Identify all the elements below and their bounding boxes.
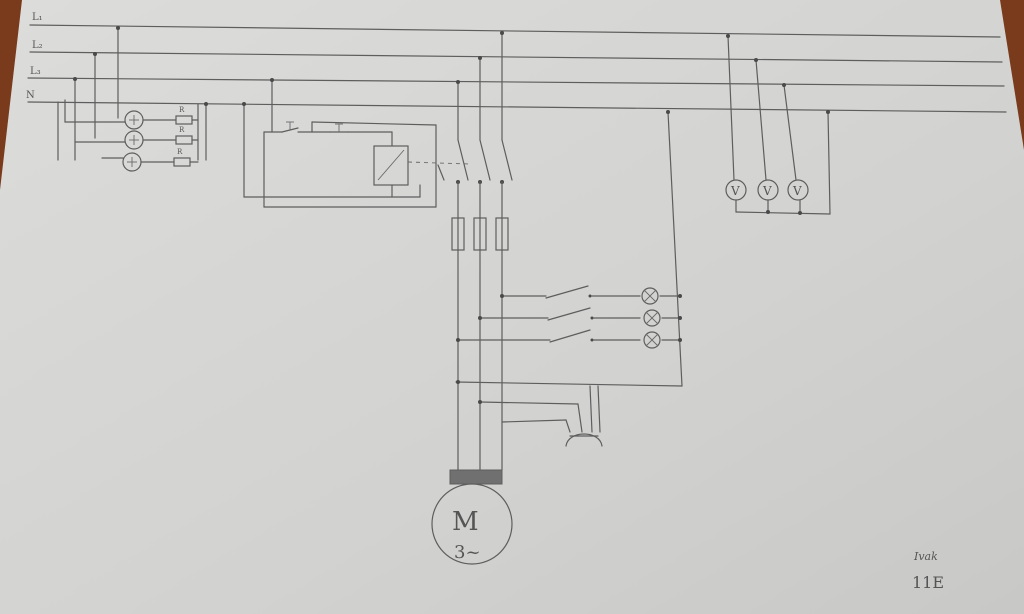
contactor-coil: [373, 145, 471, 186]
voltmeter-3-symbol: V: [792, 184, 802, 198]
resistor-label-3: R: [177, 148, 183, 156]
motor-symbol: M: [452, 507, 479, 537]
wattmeter-3: R: [122, 148, 199, 172]
voltmeter-2-symbol: V: [762, 184, 772, 198]
motor-feeders: [457, 249, 503, 471]
voltmeter-3: V: [787, 179, 809, 201]
label-l1: L₁: [32, 12, 43, 23]
lamp-branch: [456, 110, 683, 387]
wattmeter-1: R: [124, 106, 199, 130]
metering-block: [57, 26, 208, 161]
voltmeter-1: V: [725, 179, 747, 201]
motor-phase: 3~: [454, 542, 481, 563]
signature: Ivak 11E: [912, 550, 944, 592]
indicator-lamp-1: [641, 287, 659, 305]
resistor-label-1: R: [179, 106, 185, 114]
pushbutton-1: [281, 121, 299, 133]
main-contactor: [437, 31, 513, 219]
resistor-label-2: R: [179, 126, 185, 134]
signature-class: 11E: [912, 573, 944, 592]
supply-lines: [27, 24, 1007, 113]
wattmeter-2: R: [124, 126, 199, 150]
control-circuit: [242, 78, 437, 208]
pushbutton-2: [329, 123, 349, 133]
label-l2: L₂: [32, 40, 43, 51]
voltmeter-2: V: [757, 179, 779, 201]
voltmeter-1-symbol: V: [730, 184, 740, 198]
indicator-lamp-3: [643, 331, 661, 349]
clamp-meter: [455, 380, 683, 447]
label-n: N: [26, 90, 35, 101]
signature-name: Ivak: [913, 550, 938, 563]
motor: M 3~: [431, 469, 513, 565]
label-l3: L₃: [30, 66, 41, 77]
voltmeter-block: [726, 34, 831, 215]
indicator-lamp-2: [643, 309, 661, 327]
